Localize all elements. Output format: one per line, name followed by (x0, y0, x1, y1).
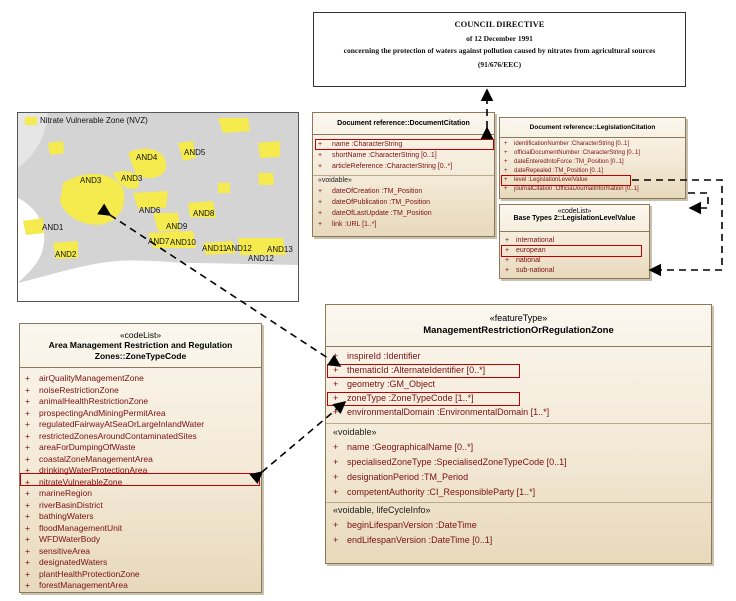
nvz-map: Nitrate Vulnerable Zone (NVZ) AND5 AND4 … (17, 112, 299, 302)
directive-reference: (91/676/EEC) (477, 60, 522, 69)
highlight-thematic-id (327, 364, 520, 378)
level-value: +sub-national (505, 267, 555, 274)
mgmt-attr: +geometry :GM_Object (333, 379, 436, 389)
zone-type-value: +animalHealthRestrictionZone (25, 396, 149, 406)
divider (326, 423, 711, 424)
legislation-citation-title: Document reference::LegislationCitation (500, 118, 685, 138)
doc-attr: +name :CharacterString (318, 141, 403, 148)
map-label: AND7 (148, 237, 170, 246)
leg-attr: +officialDocumentNumber :CharacterString… (504, 150, 640, 156)
mgmt-voidable-attr: +designationPeriod :TM_Period (333, 472, 469, 482)
council-directive-document: COUNCIL DIRECTIVE of 12 December 1991 co… (313, 12, 686, 87)
management-zone-class[interactable]: «featureType» ManagementRestrictionOrReg… (325, 304, 712, 564)
map-label: AND2 (55, 250, 77, 259)
mgmt-voidable-attr: +name :GeographicalName [0..*] (333, 442, 474, 452)
zone-type-value: +noiseRestrictionZone (25, 384, 119, 395)
directive-title: COUNCIL DIRECTIVE (454, 19, 545, 29)
map-label: AND3 (80, 176, 102, 185)
map-label: AND12 (226, 244, 252, 253)
level-value-header: «codeList» Base Types 2::LegislationLeve… (500, 205, 649, 232)
legend-swatch (25, 117, 37, 125)
leg-attr: +dateRepealed :TM_Position [0..1] (504, 168, 604, 174)
divider (326, 502, 711, 503)
zone-type-value: +drinkingWaterProtectionArea (25, 465, 148, 475)
zone-type-header: «codeList» Area Management Restriction a… (20, 324, 261, 368)
doc-voidable-attr: +dateOfLastUpdate :TM_Position (318, 210, 432, 217)
mgmt-attr: +environmentalDomain :EnvironmentalDomai… (333, 407, 550, 417)
mgmt-attr: +zoneType :ZoneTypeCode [1..*] (333, 393, 474, 403)
divider (313, 175, 494, 176)
map-label: AND1 (42, 223, 64, 232)
highlight-european (501, 245, 642, 257)
zone-type-value: +forestManagementArea (25, 580, 128, 590)
zone-type-value: +nitrateVulnerableZone (25, 476, 123, 487)
doc-attr: +articleReference :CharacterString [0..*… (318, 163, 453, 170)
mgmt-attr: +inspireId :Identifier (333, 351, 421, 361)
doc-voidable-stereotype: «voidable» (318, 177, 352, 184)
level-value: +international (505, 237, 555, 244)
mgmt-voidable-attr: +competentAuthority :CI_ResponsibleParty… (333, 487, 536, 497)
leg-attr: +level :LegislationLevelValue (504, 177, 588, 183)
zone-type-value: +marineRegion (25, 488, 92, 498)
mgmt-voidable-stereotype: «voidable» (333, 427, 377, 437)
zone-type-value: +sensitiveArea (25, 545, 91, 556)
doc-attr: +shortName :CharacterString [0..1] (318, 152, 437, 159)
mgmt-zone-title: ManagementRestrictionOrRegulationZone (423, 325, 614, 336)
level-value-title: Base Types 2::LegislationLevelValue (513, 215, 636, 222)
map-label: AND11 (202, 244, 228, 253)
doc-voidable-attr: +dateOfCreation :TM_Position (318, 188, 423, 195)
zone-type-value: +bathingWaters (25, 511, 94, 521)
directive-concerning: concerning the protection of waters agai… (343, 46, 656, 55)
level-value-stereotype: «codeList» (557, 208, 592, 215)
zone-type-value: +prospectingAndMiningPermitArea (25, 407, 166, 418)
map-label: AND6 (139, 206, 161, 215)
highlight-level (501, 175, 631, 186)
mgmt-lifecycle-stereotype: «voidable, lifeCycleInfo» (333, 505, 431, 515)
zone-type-value: +WFDWaterBody (25, 534, 101, 544)
map-label: AND3 (121, 174, 143, 183)
zone-type-value: +areaForDumpingOfWaste (25, 442, 136, 452)
zone-type-value: +regulatedFairwayAtSeaOrLargeInlandWater (25, 419, 205, 429)
map-label: AND13 (267, 245, 293, 254)
mgmt-zone-header: «featureType» ManagementRestrictionOrReg… (326, 305, 711, 347)
legislation-citation-class[interactable]: Document reference::LegislationCitation … (499, 117, 686, 199)
map-legend: Nitrate Vulnerable Zone (NVZ) (40, 116, 148, 125)
zone-type-value: +plantHealthProtectionZone (25, 568, 140, 579)
mgmt-attr: +thematicId :AlternateIdentifier [0..*] (333, 365, 486, 375)
highlight-nitrate-vulnerable-zone (20, 473, 260, 486)
map-label: AND10 (170, 238, 196, 247)
zone-type-title: Area Management Restriction and Regulati… (48, 340, 233, 361)
document-citation-title: Document reference::DocumentCitation (313, 113, 494, 135)
zone-type-code-class[interactable]: «codeList» Area Management Restriction a… (19, 323, 262, 593)
legislation-level-value-class[interactable]: «codeList» Base Types 2::LegislationLeve… (499, 204, 650, 279)
mgmt-voidable-attr: +specialisedZoneType :SpecialisedZoneTyp… (333, 457, 567, 467)
doc-voidable-attr: +dateOfPublication :TM_Position (318, 199, 431, 206)
level-value: +national (505, 257, 541, 264)
document-citation-class[interactable]: Document reference::DocumentCitation +na… (312, 112, 495, 237)
zone-type-stereotype: «codeList» (119, 330, 162, 340)
leg-attr: +identificationNumber :CharacterString [… (504, 141, 630, 147)
map-label: AND9 (166, 222, 188, 231)
zone-type-value: +coastalZoneManagementArea (25, 453, 153, 464)
map-label: AND4 (136, 153, 158, 162)
directive-date: of 12 December 1991 (466, 34, 533, 43)
map-label: AND5 (184, 148, 206, 157)
zone-type-value: +airQualityManagementZone (25, 373, 144, 383)
zone-type-value: +riverBasinDistrict (25, 499, 103, 510)
highlight-zone-type (327, 392, 520, 406)
zone-type-value: +floodManagementUnit (25, 522, 123, 533)
map-label: AND12 (248, 254, 274, 263)
zone-type-value: +designatedWaters (25, 557, 108, 567)
leg-attr: +dateEnteredIntoForce :TM_Position [0..1… (504, 159, 624, 165)
mgmt-lifecycle-attr: +beginLifespanVersion :DateTime (333, 520, 477, 530)
highlight-name (315, 139, 494, 150)
doc-voidable-attr: +link :URL [1..*] (318, 221, 377, 228)
level-value: +european (505, 247, 546, 254)
mgmt-zone-stereotype: «featureType» (489, 313, 548, 323)
mgmt-lifecycle-attr: +endLifespanVersion :DateTime [0..1] (333, 535, 493, 545)
zone-type-value: +restrictedZonesAroundContaminatedSites (25, 430, 197, 441)
map-label: AND8 (193, 209, 215, 218)
leg-attr: +journalCitation :OfficialJournalInforma… (504, 186, 639, 192)
legislation-to-value-link (688, 192, 709, 215)
